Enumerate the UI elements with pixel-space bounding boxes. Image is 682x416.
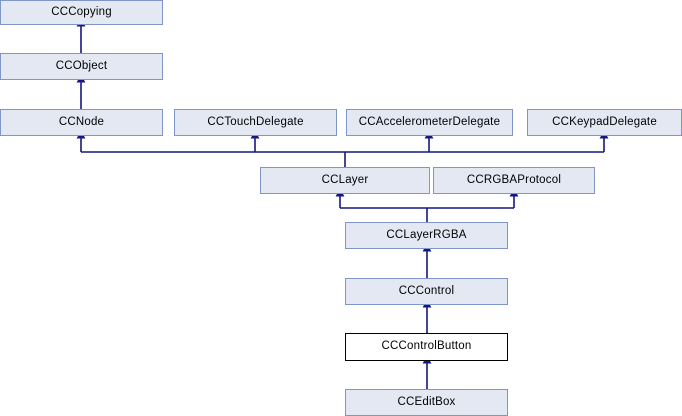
class-node-ccnode[interactable]: CCNode (0, 109, 163, 136)
class-node-ccobject[interactable]: CCObject (0, 53, 163, 80)
class-node-cceditbox[interactable]: CCEditBox (345, 389, 508, 416)
class-node-cccontrol[interactable]: CCControl (345, 278, 508, 305)
class-node-ccrgbaprotocol[interactable]: CCRGBAProtocol (433, 167, 595, 194)
class-node-cccopying[interactable]: CCCopying (0, 0, 163, 25)
class-node-cctouchdelegate[interactable]: CCTouchDelegate (174, 109, 337, 136)
class-node-cckeypaddelegate[interactable]: CCKeypadDelegate (527, 109, 682, 136)
class-node-cclayer[interactable]: CCLayer (260, 167, 430, 194)
class-node-ccaccelerometerdelegate[interactable]: CCAccelerometerDelegate (346, 109, 513, 136)
class-node-cccontrolbutton[interactable]: CCControlButton (345, 333, 508, 361)
class-node-cclayerrgba[interactable]: CCLayerRGBA (345, 222, 508, 249)
